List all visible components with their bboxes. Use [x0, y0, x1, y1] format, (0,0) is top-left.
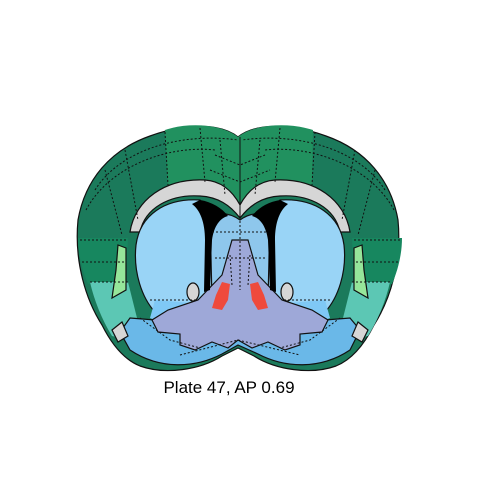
- lateral-ventricle-right[interactable]: [252, 200, 288, 292]
- plate-caption: Plate 47, AP 0.69: [163, 378, 295, 397]
- highlight-region-right[interactable]: [250, 282, 268, 310]
- lateral-ventricle-left[interactable]: [192, 200, 228, 292]
- anterior-commissure-right[interactable]: [280, 282, 294, 302]
- region-boundaries: [80, 127, 400, 356]
- olfactory-nub-right: [351, 321, 369, 343]
- ventral-pallidum[interactable]: [151, 239, 329, 351]
- highlight-region-left[interactable]: [212, 282, 230, 310]
- dorsal-cortex-right[interactable]: [238, 125, 313, 205]
- olfactory-nub-left: [111, 321, 129, 343]
- claustrum-left[interactable]: [111, 244, 127, 300]
- claustrum-right[interactable]: [353, 244, 369, 300]
- anterior-commissure-left[interactable]: [186, 282, 200, 302]
